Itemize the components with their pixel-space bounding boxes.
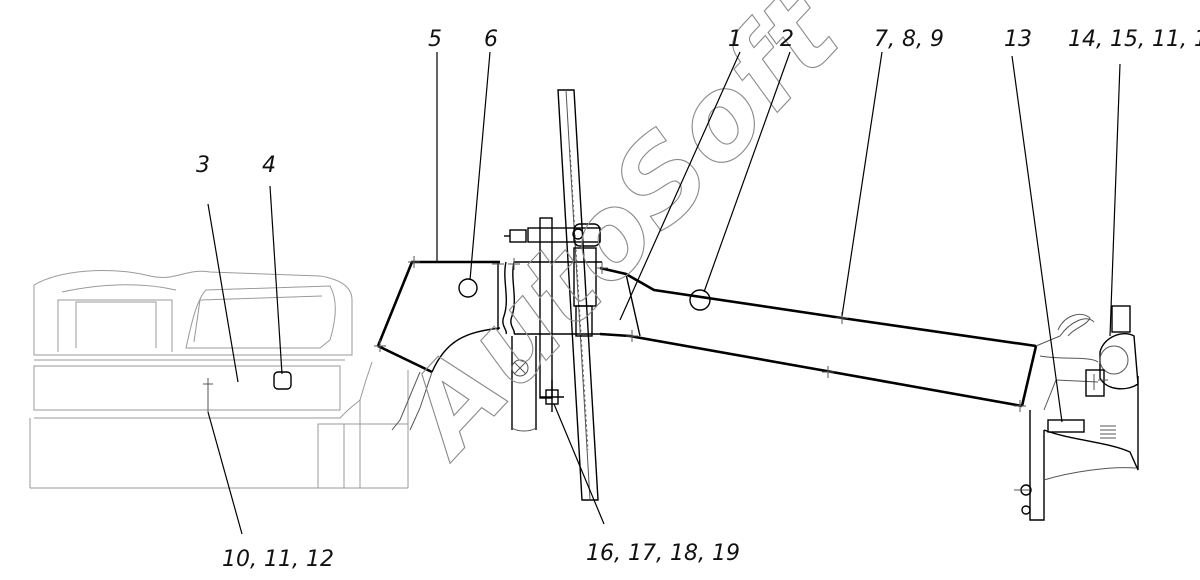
exhaust-pipe-long [596,262,1038,412]
leader-4 [269,185,283,375]
rear-bracket-assembly [1014,305,1139,521]
leader-7-8-9 [841,51,883,317]
watermark: AutoSoft [374,0,866,482]
callout-5: 5 [428,27,442,52]
leader-13 [1011,55,1063,423]
callout-4: 4 [262,153,276,178]
callout-6: 6 [484,27,498,52]
leader-3 [207,203,239,383]
coupling-joint [492,258,602,335]
mounting-bracket [504,89,601,501]
leader-14-15-11-12 [1109,63,1121,337]
leader-lines [207,51,1121,535]
callout-13: 13 [1004,27,1032,52]
callout-1: 1 [728,27,742,52]
leader-1 [619,51,741,321]
leader-10-11-12 [207,411,243,535]
callout-7-8-9: 7, 8, 9 [874,27,944,52]
callout-10-11-12: 10, 11, 12 [222,547,334,572]
callout-labels: 5 6 1 2 7, 8, 9 13 14, 15, 11, 12 3 4 10… [196,27,1200,572]
leader-6 [469,51,491,281]
vehicle-cab-outline [29,270,409,489]
item-4-plug [273,371,292,390]
leader-2 [703,51,791,293]
callout-14-15-11-12: 14, 15, 11, 12 [1068,27,1200,52]
pipe-section-5 [374,256,501,431]
callout-16-17-18-19: 16, 17, 18, 19 [586,541,740,566]
item-13-plate [1047,419,1085,433]
callout-2: 2 [780,27,794,52]
leader-16-17-18-19 [553,403,605,525]
callout-3: 3 [196,153,210,178]
item-6-hole [458,278,478,298]
item-2-hole [689,289,711,311]
